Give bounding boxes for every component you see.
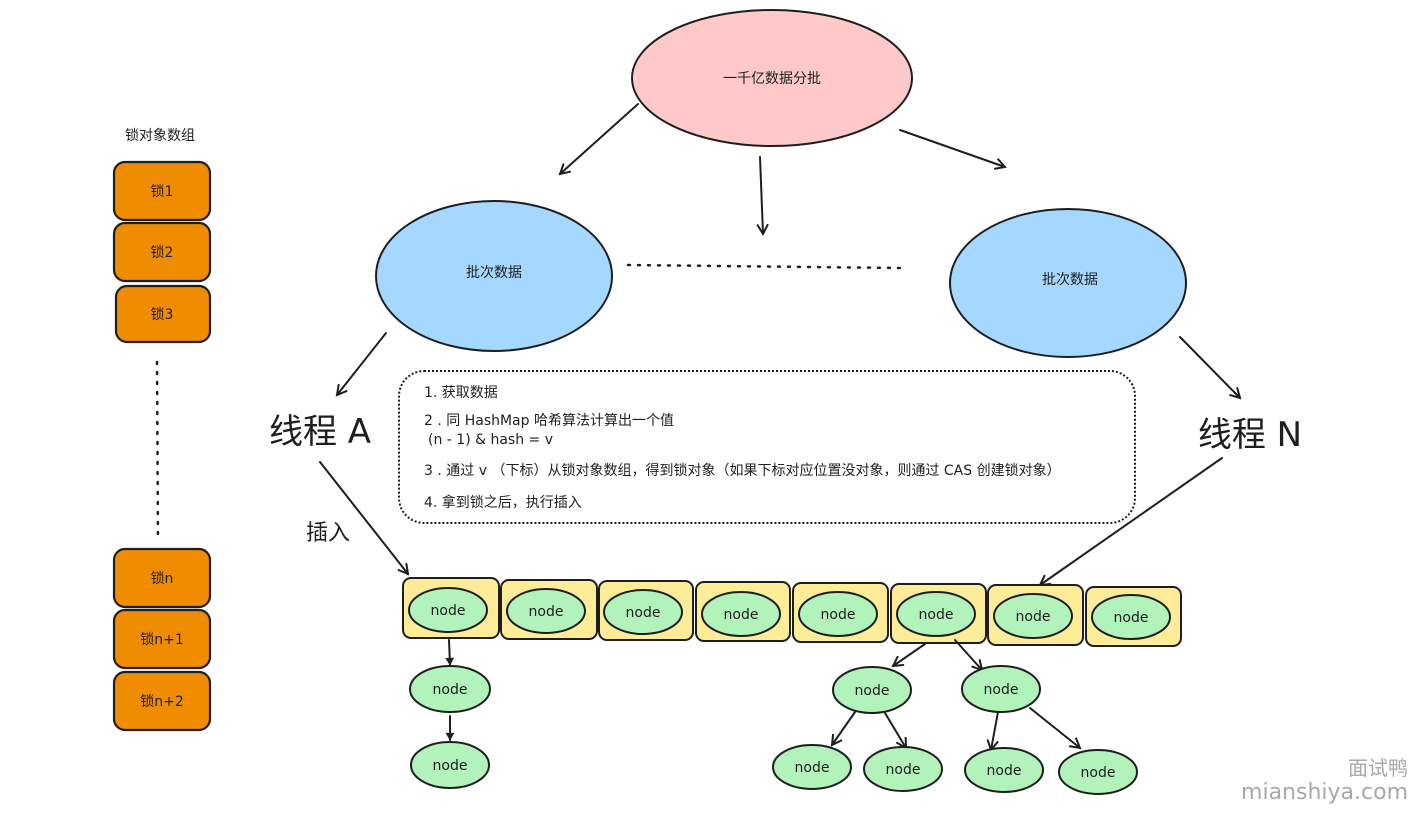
arrow-thread-a-to-bucket: [319, 461, 408, 574]
arrow-batch-to-thread-a: [337, 332, 387, 395]
bucket-node-label-7: node: [1016, 609, 1051, 625]
tree-leaf-label-2: node: [886, 762, 921, 778]
top-node: [631, 9, 913, 147]
bucket-node-label-1: node: [431, 603, 466, 619]
thread-n-label: 线程 N: [1198, 415, 1302, 455]
list-node-label-1: node: [433, 682, 468, 698]
bucket-node-3: [603, 589, 683, 635]
lock-label-3: 锁3: [151, 307, 174, 323]
lock-box-n: [112, 547, 212, 609]
bucket-node-8: [1091, 594, 1171, 640]
arrow-list-1: [445, 639, 455, 666]
watermark-cn: 面试鸭: [1348, 756, 1408, 780]
batch-right-label: 批次数据: [1042, 272, 1098, 288]
thread-a-label: 线程 A: [269, 412, 371, 452]
arrow-tree-right-right: [1029, 707, 1080, 748]
arrow-batch-to-thread-n: [1179, 336, 1240, 398]
insert-label: 插入: [306, 521, 350, 546]
bucket-node-label-3: node: [626, 605, 661, 621]
bucket-node-label-4: node: [724, 607, 759, 623]
top-node-label: 一千亿数据分批: [723, 71, 821, 87]
bucket-node-label-6: node: [919, 607, 954, 623]
list-node-2: [410, 741, 490, 789]
bucket-node-label-2: node: [529, 604, 564, 620]
arrow-tree-root-left: [893, 643, 926, 666]
list-node-1: [409, 665, 491, 713]
lock-array-ellipsis: [155, 360, 160, 542]
tree-node-left: [832, 666, 912, 714]
lock-array: 锁1 锁2 锁3 锁n 锁n+1 锁n+2: [112, 160, 212, 732]
arrow-tree-right-left: [991, 711, 999, 750]
tree-leaf-3: [964, 747, 1044, 793]
bucket-node-5: [798, 591, 878, 637]
batch-left-node: [375, 200, 613, 352]
arrow-top-to-right: [899, 129, 1005, 167]
arrow-top-to-left: [560, 103, 639, 174]
lock-box-n-plus-1: [112, 608, 212, 670]
arrow-top-to-middle: [760, 156, 763, 234]
step-2: 2 . 同 HashMap 哈希算法计算出一个值: [424, 413, 674, 429]
tree-leaf-label-1: node: [795, 760, 830, 776]
lock-box-3: [114, 284, 212, 344]
tree-leaf-label-4: node: [1081, 765, 1116, 781]
tree-node-right: [961, 665, 1041, 713]
lock-label-n-plus-2: 锁n+2: [140, 694, 184, 710]
step-4: 4. 拿到锁之后，执行插入: [424, 495, 582, 511]
lock-label-n: 锁n: [151, 571, 174, 587]
tree-leaf-2: [863, 746, 943, 792]
lock-box-1: [112, 160, 212, 222]
tree-leaf-1: [772, 744, 852, 790]
batch-right-node: [949, 208, 1187, 358]
list-node-label-2: node: [433, 758, 468, 774]
tree-node-left-label: node: [855, 683, 890, 699]
arrow-tree-left-right: [884, 712, 906, 748]
bucket-array: node node node node node node node node: [402, 577, 1182, 647]
step-3: 3 . 通过 v （下标）从锁对象数组，得到锁对象（如果下标对应位置没对象，则通…: [424, 463, 1061, 479]
lock-label-1: 锁1: [151, 184, 174, 200]
watermark-en: mianshiya.com: [1241, 780, 1408, 805]
lock-array-title: 锁对象数组: [125, 128, 195, 144]
bucket-node-6: [896, 591, 976, 637]
tree-leaf-4: [1058, 749, 1138, 795]
arrow-tree-left-left: [832, 711, 856, 745]
bucket-node-2: [506, 588, 586, 634]
batch-left-label: 批次数据: [466, 265, 522, 281]
batch-ellipsis-connector: [626, 263, 902, 270]
bucket-node-1: [408, 587, 488, 633]
lock-label-n-plus-1: 锁n+1: [140, 632, 184, 648]
arrow-thread-n-to-bucket: [1040, 457, 1223, 585]
step-1: 1. 获取数据: [424, 385, 498, 401]
lock-label-2: 锁2: [151, 245, 174, 261]
bucket-node-label-5: node: [821, 607, 856, 623]
lock-box-n-plus-2: [112, 670, 212, 732]
lock-box-2: [112, 221, 212, 283]
tree-node-right-label: node: [984, 682, 1019, 698]
tree-leaf-label-3: node: [987, 763, 1022, 779]
steps-panel: 1. 获取数据 2 . 同 HashMap 哈希算法计算出一个值 (n - 1)…: [398, 370, 1136, 524]
arrow-tree-root-right: [954, 639, 982, 670]
step-2-formula: (n - 1) & hash = v: [428, 432, 554, 448]
bucket-node-label-8: node: [1114, 610, 1149, 626]
bucket-node-7: [993, 593, 1073, 639]
bucket-node-4: [701, 591, 781, 637]
